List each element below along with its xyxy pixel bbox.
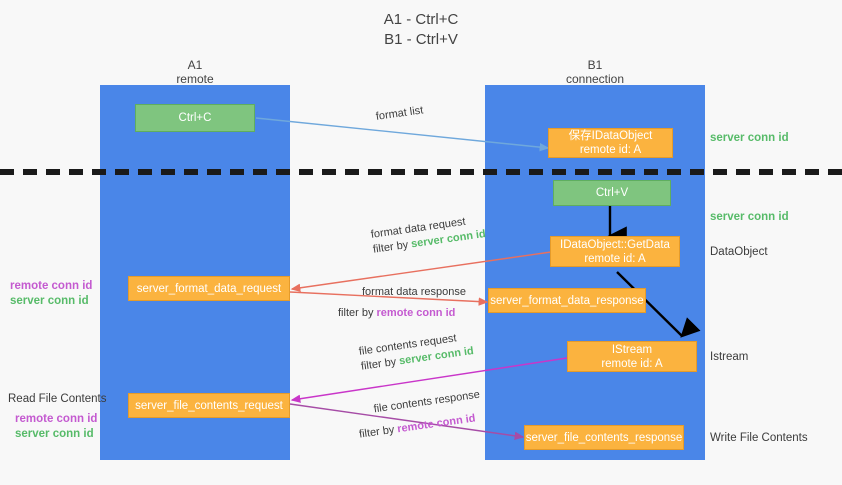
right-label-write-file-contents: Write File Contents — [710, 432, 808, 444]
node-server-format-data-request-label: server_format_data_request — [136, 282, 282, 295]
filter-prefix: filter by — [360, 355, 401, 373]
right-label-server-conn-id-mid: server conn id — [710, 211, 789, 223]
node-ctrl-v[interactable]: Ctrl+V — [553, 180, 671, 206]
node-server-file-contents-response-label: server_file_contents_response — [525, 431, 683, 444]
edge-label-format-data-response-filter: filter by remote conn id — [338, 306, 466, 321]
node-istream-line1: IStream — [611, 343, 653, 356]
node-save-dataobject-line1: 保存IDataObject — [568, 130, 653, 142]
left-label-remote-conn-id-1: remote conn id — [10, 280, 93, 292]
left-label-read-file-contents: Read File Contents — [8, 393, 107, 405]
edge-label-format-list-text: format list — [375, 104, 425, 123]
node-istream-line2: remote id: A — [601, 357, 663, 370]
left-label-server-conn-id-1: server conn id — [10, 295, 89, 307]
node-server-file-contents-request-label: server_file_contents_request — [135, 399, 283, 412]
node-ctrl-c[interactable]: Ctrl+C — [135, 104, 255, 132]
filter-value: remote conn id — [376, 307, 456, 319]
edge-label-format-list: format list — [375, 103, 424, 124]
title-line-1: A1 - Ctrl+C — [383, 11, 459, 28]
column-header-b1: B1 connection — [485, 58, 705, 86]
title-line-2: B1 - Ctrl+V — [384, 31, 458, 48]
diagram-title: A1 - Ctrl+C B1 - Ctrl+V — [0, 10, 842, 50]
node-server-format-data-request[interactable]: server_format_data_request — [128, 276, 290, 301]
node-getdata-line1: IDataObject::GetData — [560, 238, 670, 251]
column-header-a1: A1 remote — [100, 58, 290, 86]
right-label-server-conn-id-top: server conn id — [710, 132, 789, 144]
column-header-a1-sub: remote — [176, 72, 214, 86]
filter-value: remote conn id — [396, 412, 477, 436]
left-label-server-conn-id-2: server conn id — [15, 428, 94, 440]
edge-label-file-contents-response: file contents response filter by remote … — [355, 388, 484, 443]
node-server-file-contents-response[interactable]: server_file_contents_response — [524, 425, 684, 450]
right-label-dataobject: DataObject — [710, 246, 768, 258]
column-header-a1-name: A1 — [187, 58, 203, 72]
edge-label-format-data-response: format data response filter by remote co… — [338, 285, 466, 321]
node-ctrl-v-label: Ctrl+V — [595, 187, 629, 199]
node-server-format-data-response[interactable]: server_format_data_response — [488, 288, 646, 313]
node-getdata[interactable]: IDataObject::GetData remote id: A — [550, 236, 680, 267]
edge-label-file-contents-request: file contents request filter by server c… — [358, 329, 475, 375]
node-istream[interactable]: IStream remote id: A — [567, 341, 697, 372]
edge-label-format-data-request: format data request filter by server con… — [370, 212, 487, 258]
node-save-dataobject[interactable]: 保存IDataObject remote id: A — [548, 128, 673, 158]
node-ctrl-c-label: Ctrl+C — [178, 112, 212, 124]
filter-prefix: filter by — [372, 238, 413, 256]
node-save-dataobject-line2: remote id: A — [579, 144, 642, 156]
node-getdata-line2: remote id: A — [584, 252, 646, 265]
right-label-istream: Istream — [710, 351, 749, 363]
column-header-b1-name: B1 — [587, 58, 603, 72]
node-server-file-contents-request[interactable]: server_file_contents_request — [128, 393, 290, 418]
filter-prefix: filter by — [358, 423, 399, 441]
node-server-format-data-response-label: server_format_data_response — [490, 294, 644, 307]
left-label-remote-conn-id-2: remote conn id — [15, 413, 98, 425]
filter-prefix: filter by — [338, 307, 377, 319]
edge-label-format-data-response-line1: format data response — [362, 286, 466, 298]
column-header-b1-sub: connection — [565, 72, 625, 86]
